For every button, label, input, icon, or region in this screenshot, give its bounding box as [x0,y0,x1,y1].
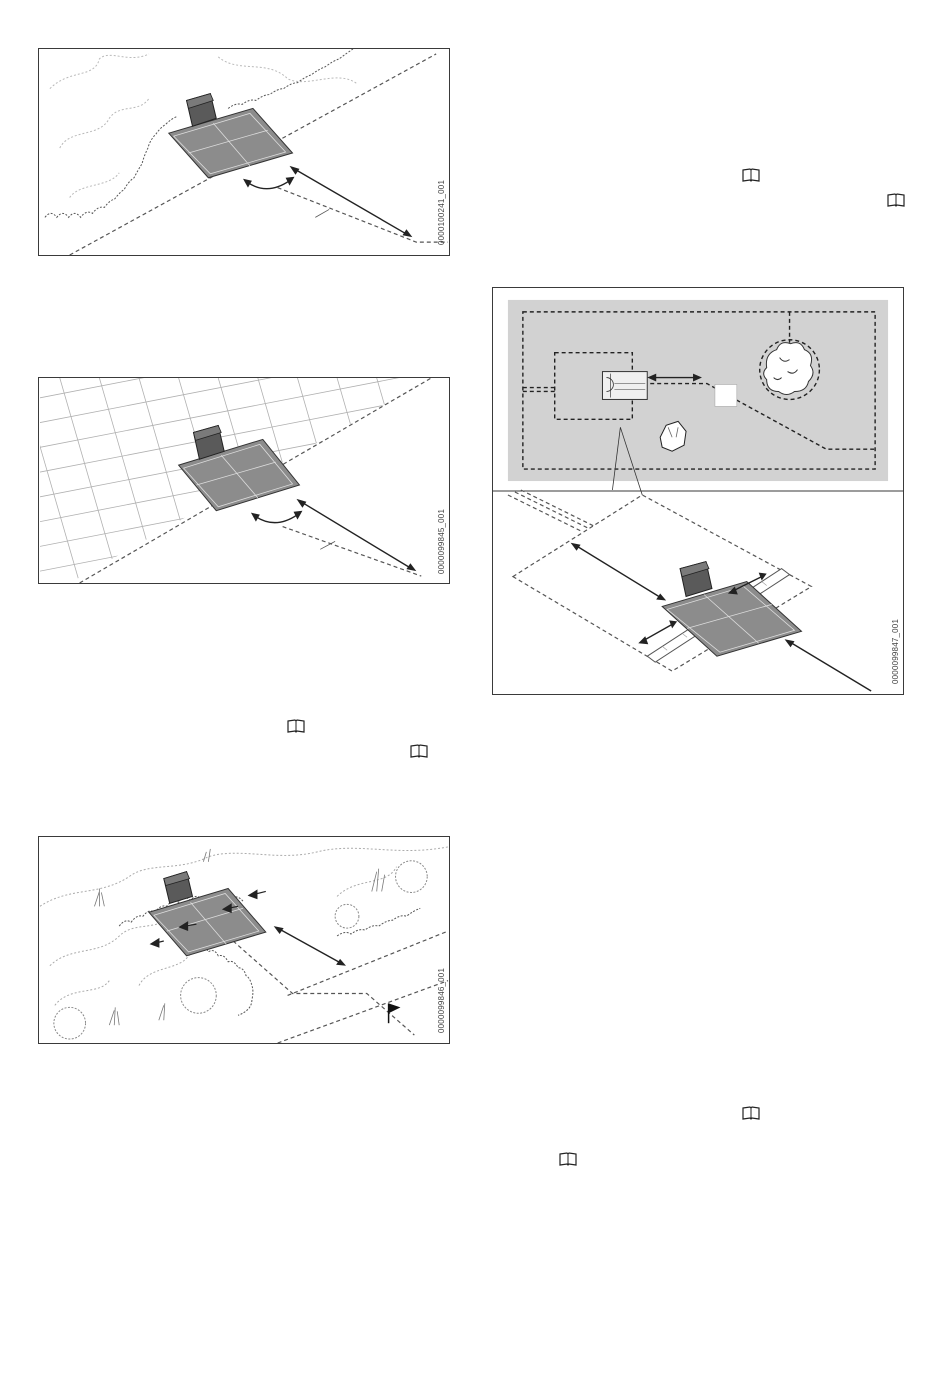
book-icon [409,743,429,759]
figure-docking-station-garden: 0000099846_001 [38,836,450,1044]
book-icon [558,1151,578,1167]
figure-code: 0000099845_001 [437,509,446,574]
figure-docking-station-lawn: 0000100241_001 [38,48,450,256]
book-icon [741,1105,761,1121]
illustration-docking-garden [39,837,449,1043]
illustration-docking-paving [39,378,449,583]
book-icon [741,167,761,183]
flag-icon [389,1003,401,1023]
illustration-docking-lawn [39,49,449,255]
docking-station-shape [169,94,293,178]
figure-code: 0000100241_001 [437,180,446,245]
docking-station-shape [149,872,266,956]
figure-code: 0000099846_001 [437,968,446,1033]
figure-docking-station-paving: 0000099845_001 [38,377,450,584]
docking-station-shape [179,426,300,511]
book-icon [886,192,906,208]
figure-code: 0000099847_001 [891,619,900,684]
book-icon [286,718,306,734]
docking-station-plan [602,372,647,400]
figure-docking-plan-detail: 0000099847_001 [492,287,904,695]
illustration-plan-detail [493,288,903,694]
